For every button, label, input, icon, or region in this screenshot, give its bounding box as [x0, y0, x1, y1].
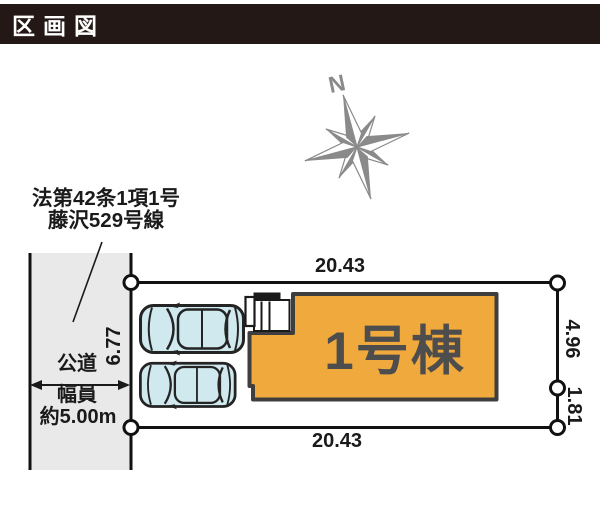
road-law-designation: 法第42条1項1号 藤沢529号線: [32, 188, 180, 232]
building-footprint: [247, 292, 499, 402]
dimension-right-lower: 1.81: [563, 386, 585, 426]
dimension-bottom: 20.43: [311, 430, 363, 452]
road-law-line2: 藤沢529号線: [47, 209, 165, 232]
dimension-right-upper: 4.96: [561, 319, 583, 359]
page-title: 区画図: [12, 14, 105, 39]
road-law-line1: 法第42条1項1号: [31, 187, 181, 210]
lot-boundary: [131, 281, 559, 429]
boundary-point-markers: [122, 274, 566, 436]
entrance-steps: [244, 292, 291, 332]
dimension-left: 6.77: [103, 326, 125, 366]
road-width-arrow: [30, 380, 130, 390]
dimension-top: 20.43: [314, 255, 366, 277]
car-icon: [139, 359, 237, 411]
road-width-value: 約5.00m: [39, 406, 117, 428]
compass-rose-icon: [302, 92, 412, 202]
header-bar: 区画図: [0, 4, 600, 44]
road-type-label: 公道: [57, 353, 97, 375]
road-width-label: 幅員: [57, 384, 97, 406]
car-icon: [139, 301, 245, 357]
law-note-leader-line: [72, 241, 103, 323]
building-name: 1号棟: [324, 322, 466, 381]
